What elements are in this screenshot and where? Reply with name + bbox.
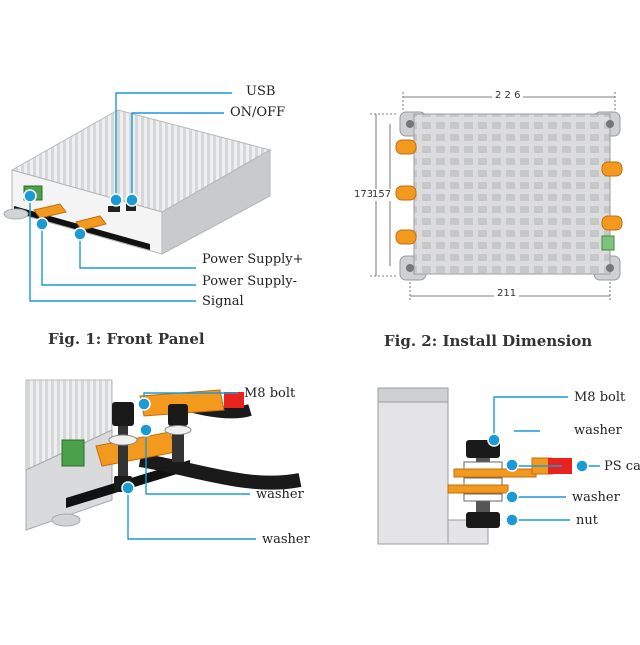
dim-height-inner: 157 [372, 189, 392, 201]
fig3-label-m8-bolt: M8 bolt [244, 386, 296, 401]
fig4-callout-dots [487, 433, 589, 527]
fig4-label-washer-top: washer [574, 423, 622, 438]
fig4-label-m8-bolt: M8 bolt [574, 390, 626, 405]
fig4-label-ps-cable: PS ca [604, 459, 640, 474]
fig1-device [3, 109, 272, 255]
label-power-supply-plus: Power Supply+ [202, 252, 304, 267]
fig3-device [25, 379, 302, 531]
fig1-caption: Fig. 1: Front Panel [48, 330, 205, 348]
fig4-callouts [493, 396, 600, 521]
dim-width-bottom: 211 [494, 288, 520, 300]
fig1-callout-dots [23, 189, 139, 241]
fig2-plate [395, 111, 623, 281]
label-onoff: ON/OFF [230, 105, 286, 120]
fig3-label-washer-mid: washer [256, 487, 304, 502]
label-usb: USB [246, 84, 276, 99]
fig2-caption: Fig. 2: Install Dimension [384, 332, 593, 350]
dim-height-outer: 173 [354, 189, 374, 201]
label-power-supply-minus: Power Supply- [202, 274, 298, 289]
dim-width-top: 2 2 6 [492, 90, 524, 102]
fig3-callout-dots [121, 397, 153, 495]
fig1-callouts [29, 92, 232, 302]
fig4-label-washer-bottom: washer [572, 490, 620, 505]
fig4-label-nut: nut [576, 513, 598, 528]
label-signal: Signal [202, 294, 244, 309]
fig3-label-washer-bottom: washer [262, 532, 310, 547]
